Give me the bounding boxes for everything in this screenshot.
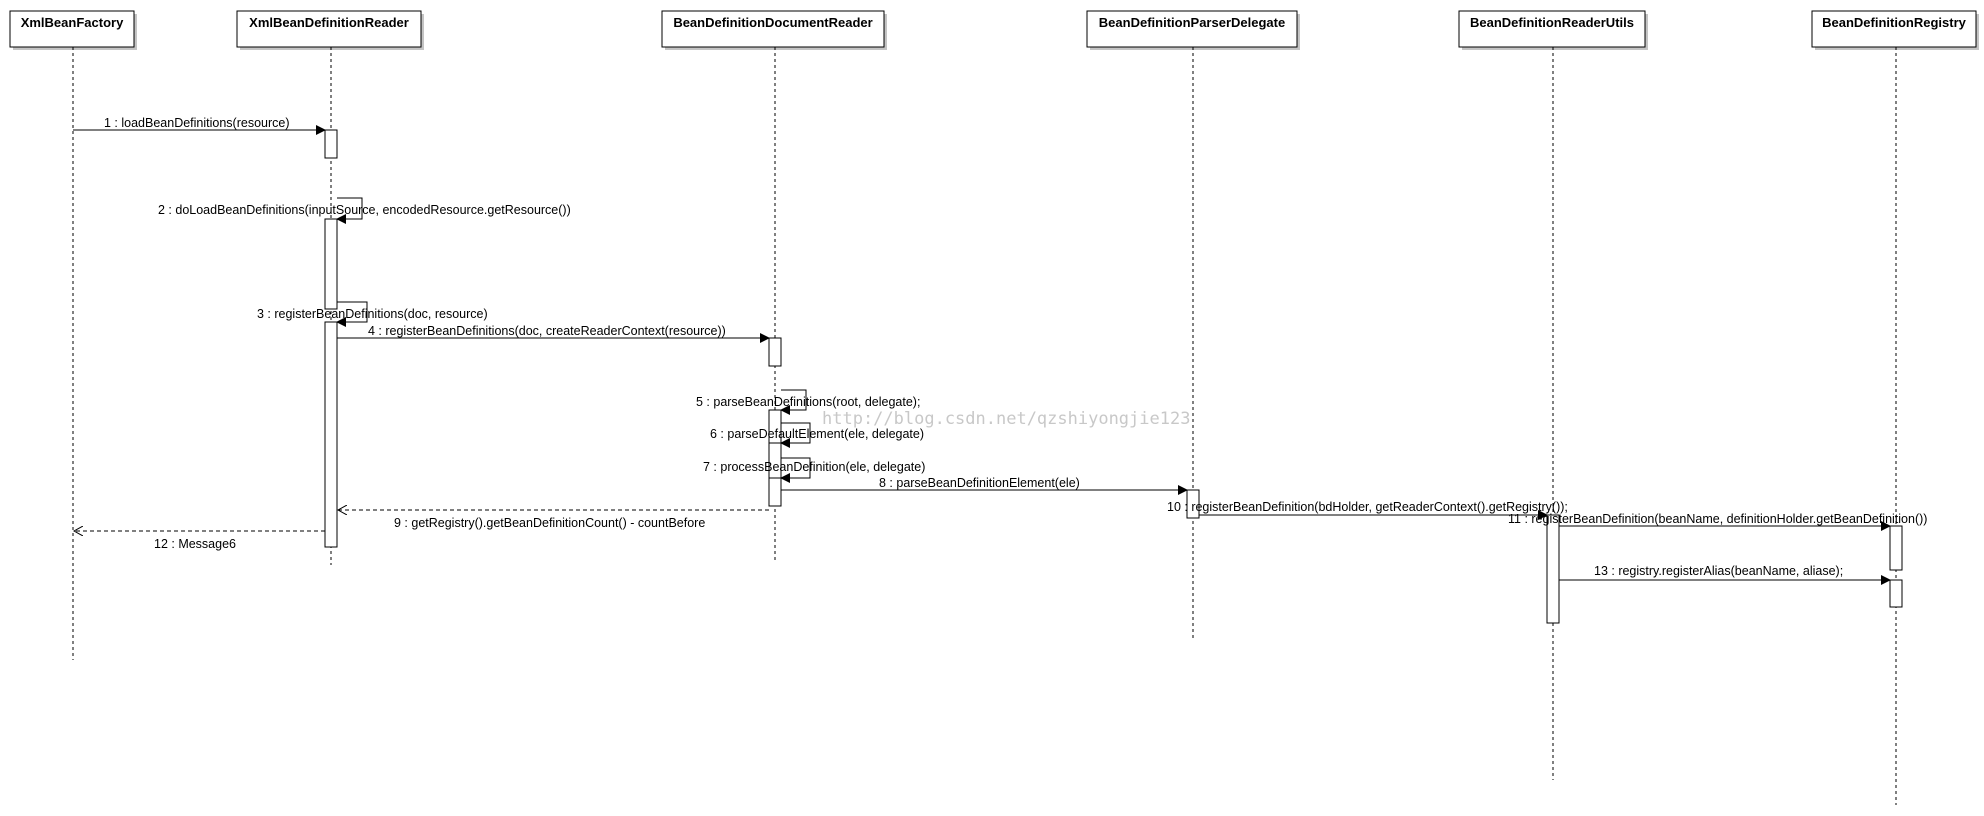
message-label: 6 : parseDefaultElement(ele, delegate): [710, 427, 924, 441]
message-label: 1 : loadBeanDefinitions(resource): [104, 116, 290, 130]
participant-xml-bean-factory: XmlBeanFactory: [9, 10, 137, 660]
message-label: 13 : registry.registerAlias(beanName, al…: [1594, 564, 1843, 578]
watermark: http://blog.csdn.net/qzshiyongjie123: [822, 409, 1190, 429]
message-6: 6 : parseDefaultElement(ele, delegate): [710, 422, 924, 448]
activation-bar: [1186, 489, 1200, 519]
message-arrow: [336, 301, 368, 327]
activation-bar: [324, 218, 338, 310]
participant-label: BeanDefinitionParserDelegate: [1099, 15, 1285, 30]
message-arrow: [336, 197, 363, 224]
message-11: 11 : registerBeanDefinition(beanName, de…: [1508, 512, 1927, 531]
message-3: 3 : registerBeanDefinitions(doc, resourc…: [257, 301, 488, 327]
activation-bar: [324, 321, 338, 548]
message-12: 12 : Message6: [74, 531, 325, 551]
message-13: 13 : registry.registerAlias(beanName, al…: [1559, 564, 1891, 585]
message-1: 1 : loadBeanDefinitions(resource): [73, 116, 326, 135]
message-9: 9 : getRegistry().getBeanDefinitionCount…: [338, 510, 769, 530]
activation-bar: [1546, 514, 1560, 624]
activation-bar: [768, 477, 782, 507]
participant-label: XmlBeanFactory: [21, 15, 124, 30]
message-4: 4 : registerBeanDefinitions(doc, createR…: [337, 324, 770, 343]
participant-bean-definition-document-reader: BeanDefinitionDocumentReader: [661, 10, 887, 560]
message-label: 11 : registerBeanDefinition(beanName, de…: [1508, 512, 1927, 526]
message-8: 8 : parseBeanDefinitionElement(ele): [781, 476, 1188, 495]
message-label: 9 : getRegistry().getBeanDefinitionCount…: [394, 516, 705, 530]
message-label: 12 : Message6: [154, 537, 236, 551]
participant-bean-definition-parser-delegate: BeanDefinitionParserDelegate: [1086, 10, 1300, 640]
message-7: 7 : processBeanDefinition(ele, delegate): [703, 457, 925, 483]
participant-bean-definition-reader-utils: BeanDefinitionReaderUtils: [1458, 10, 1648, 780]
message-label: 5 : parseBeanDefinitions(root, delegate)…: [696, 395, 920, 409]
participant-bean-definition-registry: BeanDefinitionRegistry: [1811, 10, 1979, 805]
message-arrow: [780, 389, 807, 415]
message-label: 4 : registerBeanDefinitions(doc, createR…: [368, 324, 726, 338]
message-arrow: [780, 457, 811, 483]
message-5: 5 : parseBeanDefinitions(root, delegate)…: [696, 389, 920, 415]
participant-label: BeanDefinitionDocumentReader: [673, 15, 872, 30]
participant-label: BeanDefinitionRegistry: [1822, 15, 1967, 30]
activation-bar: [1889, 525, 1903, 571]
message-label: 3 : registerBeanDefinitions(doc, resourc…: [257, 307, 488, 321]
message-label: 2 : doLoadBeanDefinitions(inputSource, e…: [158, 203, 571, 217]
activation-bar: [768, 337, 782, 367]
message-10: 10 : registerBeanDefinition(bdHolder, ge…: [1167, 500, 1568, 520]
activation-bars: [324, 129, 1903, 624]
message-label: 7 : processBeanDefinition(ele, delegate): [703, 460, 925, 474]
participant-label: BeanDefinitionReaderUtils: [1470, 15, 1634, 30]
message-2: 2 : doLoadBeanDefinitions(inputSource, e…: [158, 197, 571, 224]
message-label: 8 : parseBeanDefinitionElement(ele): [879, 476, 1080, 490]
message-arrow: [780, 422, 811, 448]
message-label: 10 : registerBeanDefinition(bdHolder, ge…: [1167, 500, 1568, 514]
participant-label: XmlBeanDefinitionReader: [249, 15, 409, 30]
activation-bar: [324, 129, 338, 159]
activation-bar: [1889, 579, 1903, 608]
